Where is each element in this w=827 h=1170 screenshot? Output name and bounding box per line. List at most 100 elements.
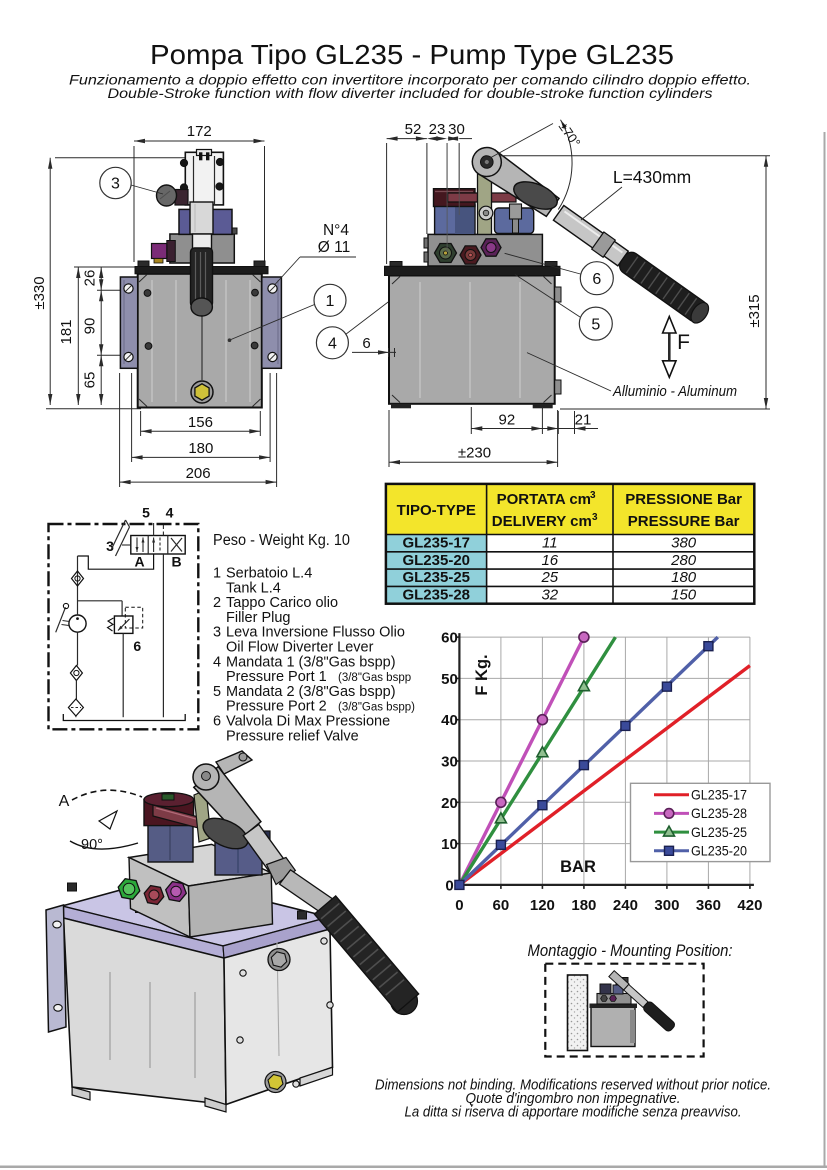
- svg-text:50: 50: [441, 671, 458, 688]
- svg-text:GL235-25: GL235-25: [691, 824, 747, 840]
- svg-text:Mandata 1 (3/8"Gas bspp): Mandata 1 (3/8"Gas bspp): [226, 654, 396, 670]
- svg-text:16: 16: [541, 552, 558, 569]
- svg-text:3: 3: [213, 625, 221, 641]
- svg-text:30: 30: [448, 121, 465, 138]
- svg-text:Tank L.4: Tank L.4: [226, 580, 281, 596]
- svg-text:GL235-25: GL235-25: [402, 569, 470, 586]
- svg-text:Funzionamento a doppio effetto: Funzionamento a doppio effetto con inver…: [69, 73, 751, 88]
- svg-text:120: 120: [530, 897, 555, 914]
- svg-text:Quote d'ingombro non impegnati: Quote d'ingombro non impegnative.: [466, 1090, 681, 1107]
- svg-text:23: 23: [429, 121, 446, 138]
- svg-text:20: 20: [441, 795, 458, 812]
- svg-text:40: 40: [441, 712, 458, 729]
- svg-text:6: 6: [133, 638, 141, 654]
- svg-text:380: 380: [671, 535, 697, 552]
- svg-text:GL235-28: GL235-28: [402, 586, 470, 603]
- svg-text:4: 4: [166, 505, 174, 521]
- svg-text:PRESSIONE Bar: PRESSIONE Bar: [625, 491, 742, 508]
- svg-text:Leva Inversione Flusso Olio: Leva Inversione Flusso Olio: [226, 625, 405, 641]
- svg-text:180: 180: [671, 569, 697, 586]
- svg-text:5: 5: [142, 505, 150, 521]
- svg-text:BAR: BAR: [560, 858, 596, 876]
- svg-text:Double-Stroke function with fl: Double-Stroke function with flow diverte…: [108, 86, 713, 101]
- svg-text:300: 300: [654, 897, 679, 914]
- svg-text:4: 4: [328, 335, 337, 352]
- svg-text:206: 206: [186, 465, 211, 482]
- svg-text:Pompa Tipo GL235 - Pump Type: Pompa Tipo GL235 - Pump Type GL235: [150, 39, 674, 70]
- svg-text:GL235-28: GL235-28: [691, 805, 747, 821]
- svg-text:F: F: [677, 331, 690, 354]
- svg-text:11: 11: [542, 535, 558, 552]
- svg-text:L=430mm: L=430mm: [613, 167, 691, 187]
- svg-text:TIPO-TYPE: TIPO-TYPE: [397, 502, 476, 519]
- svg-text:180: 180: [571, 897, 596, 914]
- svg-text:5: 5: [213, 684, 221, 700]
- svg-text:60: 60: [493, 897, 510, 914]
- svg-text:25: 25: [540, 569, 558, 586]
- svg-text:Tappo Carico olio: Tappo Carico olio: [226, 595, 338, 611]
- svg-text:GL235-17: GL235-17: [402, 535, 470, 552]
- svg-text:Alluminio - Aluminum: Alluminio - Aluminum: [612, 383, 737, 400]
- svg-text:180: 180: [188, 440, 213, 457]
- svg-text:32: 32: [541, 586, 558, 603]
- svg-text:F Kg.: F Kg.: [473, 654, 491, 695]
- svg-text:5: 5: [591, 316, 600, 333]
- svg-text:150: 150: [671, 586, 697, 603]
- svg-text:0: 0: [455, 897, 463, 914]
- svg-text:3: 3: [592, 512, 598, 523]
- svg-text:GL235-17: GL235-17: [691, 787, 747, 803]
- svg-text:Filler Plug: Filler Plug: [226, 610, 290, 626]
- svg-text:±330: ±330: [31, 276, 48, 309]
- svg-text:PORTATA cm: PORTATA cm: [497, 491, 591, 508]
- svg-text:156: 156: [188, 414, 213, 431]
- svg-text:Mandata 2 (3/8"Gas bspp): Mandata 2 (3/8"Gas bspp): [226, 684, 396, 700]
- svg-text:6: 6: [362, 335, 370, 352]
- svg-text:280: 280: [670, 552, 697, 569]
- svg-text:60: 60: [441, 630, 458, 647]
- svg-text:3: 3: [111, 176, 120, 193]
- svg-text:(3/8"Gas bspp: (3/8"Gas bspp: [338, 672, 411, 684]
- svg-text:3: 3: [590, 490, 596, 501]
- svg-text:420: 420: [737, 897, 762, 914]
- svg-text:30: 30: [441, 754, 458, 771]
- svg-text:A: A: [134, 554, 144, 570]
- svg-text:52: 52: [405, 121, 422, 138]
- svg-text:3: 3: [106, 538, 114, 554]
- svg-text:Montaggio - Mounting Position:: Montaggio - Mounting Position:: [528, 942, 733, 960]
- svg-text:PRESSURE Bar: PRESSURE Bar: [628, 513, 740, 530]
- svg-text:10: 10: [441, 836, 458, 853]
- svg-text:Pressure relief Valve: Pressure relief Valve: [226, 728, 359, 744]
- svg-text:1: 1: [213, 566, 221, 582]
- svg-text:N°4: N°4: [323, 222, 349, 239]
- svg-text:1: 1: [326, 293, 335, 310]
- svg-text:Valvola Di Max Pressione: Valvola Di Max Pressione: [226, 714, 390, 730]
- svg-text:6: 6: [213, 714, 221, 730]
- svg-text:90°: 90°: [81, 837, 103, 853]
- svg-text:Oil Flow Diverter Lever: Oil Flow Diverter Lever: [226, 640, 374, 656]
- svg-text:GL235-20: GL235-20: [402, 552, 470, 569]
- svg-text:2: 2: [213, 595, 221, 611]
- svg-text:6: 6: [592, 271, 601, 288]
- svg-text:B: B: [171, 554, 181, 570]
- svg-text:21: 21: [575, 412, 592, 429]
- svg-text:0: 0: [445, 877, 453, 894]
- svg-text:(3/8"Gas bspp): (3/8"Gas bspp): [338, 702, 415, 714]
- svg-text:172: 172: [187, 123, 212, 140]
- svg-text:±230: ±230: [458, 445, 491, 462]
- svg-text:90: 90: [82, 318, 99, 335]
- svg-text:Pressure Port 2: Pressure Port 2: [226, 699, 327, 715]
- svg-text:Pressure Port 1: Pressure Port 1: [226, 669, 327, 685]
- svg-text:Dimensions not binding. Modif: Dimensions not binding. Modifications re…: [375, 1077, 771, 1094]
- svg-text:92: 92: [499, 412, 516, 429]
- svg-text:A: A: [59, 793, 70, 810]
- svg-text:4: 4: [213, 654, 221, 670]
- svg-text:La ditta si riserva di apporta: La ditta si riserva di apportare modific…: [405, 1104, 742, 1121]
- svg-text:Ø 11: Ø 11: [318, 239, 350, 256]
- svg-text:181: 181: [58, 319, 75, 344]
- svg-text:GL235-20: GL235-20: [691, 843, 747, 859]
- svg-text:Serbatoio L.4: Serbatoio L.4: [226, 566, 312, 582]
- svg-text:360: 360: [696, 897, 721, 914]
- svg-text:DELIVERY cm: DELIVERY cm: [492, 513, 592, 530]
- svg-text:Peso - Weight Kg. 10: Peso - Weight Kg. 10: [213, 532, 350, 549]
- svg-text:65: 65: [82, 372, 99, 389]
